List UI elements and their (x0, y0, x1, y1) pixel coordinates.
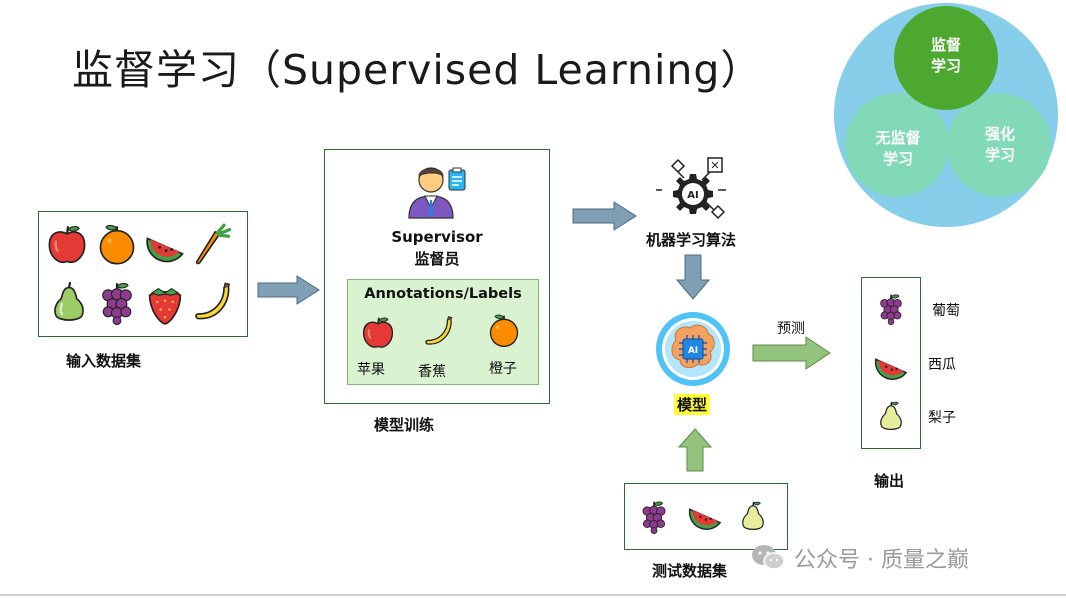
arrow-right-icon (752, 336, 831, 370)
apple-icon (360, 314, 396, 352)
pear-icon (47, 276, 91, 330)
model-training-label: 模型训练 (374, 416, 435, 434)
input-dataset-box (38, 211, 248, 337)
output-label-grapes: 葡萄 (932, 303, 960, 319)
watermelon-icon (143, 220, 187, 270)
grapes-icon (95, 276, 139, 330)
venn-unsupervised-text: 无监督 学习 (875, 129, 921, 168)
watermelon-icon (871, 346, 911, 384)
venn-circles (834, 3, 1058, 227)
annotations-panel: Annotations/Labels 苹果 香蕉 橙子 (347, 279, 539, 385)
arrow-right-icon (257, 275, 320, 305)
orange-icon (486, 312, 522, 350)
venn-supervised-text: 监督 学习 (930, 36, 961, 75)
learning-types-venn: 监督 学习 无监督 学习 强化 学习 (830, 2, 1064, 228)
strawberry-icon (143, 278, 187, 330)
test-dataset-box (624, 483, 788, 550)
annotations-title: Annotations/Labels (364, 286, 522, 302)
venn-reinforcement-text: 强化 学习 (984, 125, 1015, 164)
predict-label: 预测 (777, 321, 805, 337)
banana-icon (422, 313, 456, 351)
annotation-label-orange: 橙子 (489, 361, 517, 377)
apple-icon (45, 220, 89, 270)
wechat-icon (752, 545, 785, 570)
test-dataset-label: 测试数据集 (652, 562, 728, 580)
page-title: 监督学习（Supervised Learning） (72, 46, 763, 94)
bottom-divider (0, 594, 1066, 596)
supervisor-icon (408, 167, 466, 219)
banana-icon (191, 276, 235, 330)
watermelon-icon (685, 496, 725, 534)
orange-icon (95, 220, 139, 270)
ai-gear-icon: AI (656, 157, 726, 220)
model-training-box: Supervisor 监督员 Annotations/Labels 苹果 香蕉 … (324, 149, 550, 404)
supervisor-cn-label: 监督员 (414, 250, 460, 268)
ai-gear-text: AI (687, 190, 698, 201)
pear-icon (875, 396, 907, 438)
ai-brain-text: AI (688, 346, 698, 356)
pear-icon (737, 496, 769, 538)
venn-unsupervised-label: 无监督 学习 (860, 128, 936, 170)
ai-brain-icon: AI (656, 312, 730, 386)
watermark-text: 公众号 · 质量之巅 (794, 548, 969, 573)
output-label-watermelon: 西瓜 (928, 357, 956, 373)
input-dataset-label: 输入数据集 (66, 352, 142, 370)
model-label: 模型 (674, 394, 711, 415)
output-box (861, 277, 921, 449)
venn-supervised-label: 监督 学习 (916, 35, 976, 77)
ml-algorithm-label: 机器学习算法 (646, 231, 737, 249)
arrow-right-icon (572, 201, 637, 231)
supervisor-en-label: Supervisor (391, 228, 483, 246)
carrot-icon (191, 220, 235, 270)
arrow-up-icon (678, 428, 712, 472)
arrow-down-icon (676, 254, 710, 300)
annotation-label-apple: 苹果 (357, 362, 385, 378)
annotation-label-banana: 香蕉 (418, 364, 446, 380)
venn-reinforcement-label: 强化 学习 (970, 124, 1030, 166)
grapes-icon (637, 496, 671, 538)
output-label-pear: 梨子 (928, 410, 956, 426)
output-label: 输出 (874, 472, 905, 490)
grapes-icon (875, 288, 907, 330)
